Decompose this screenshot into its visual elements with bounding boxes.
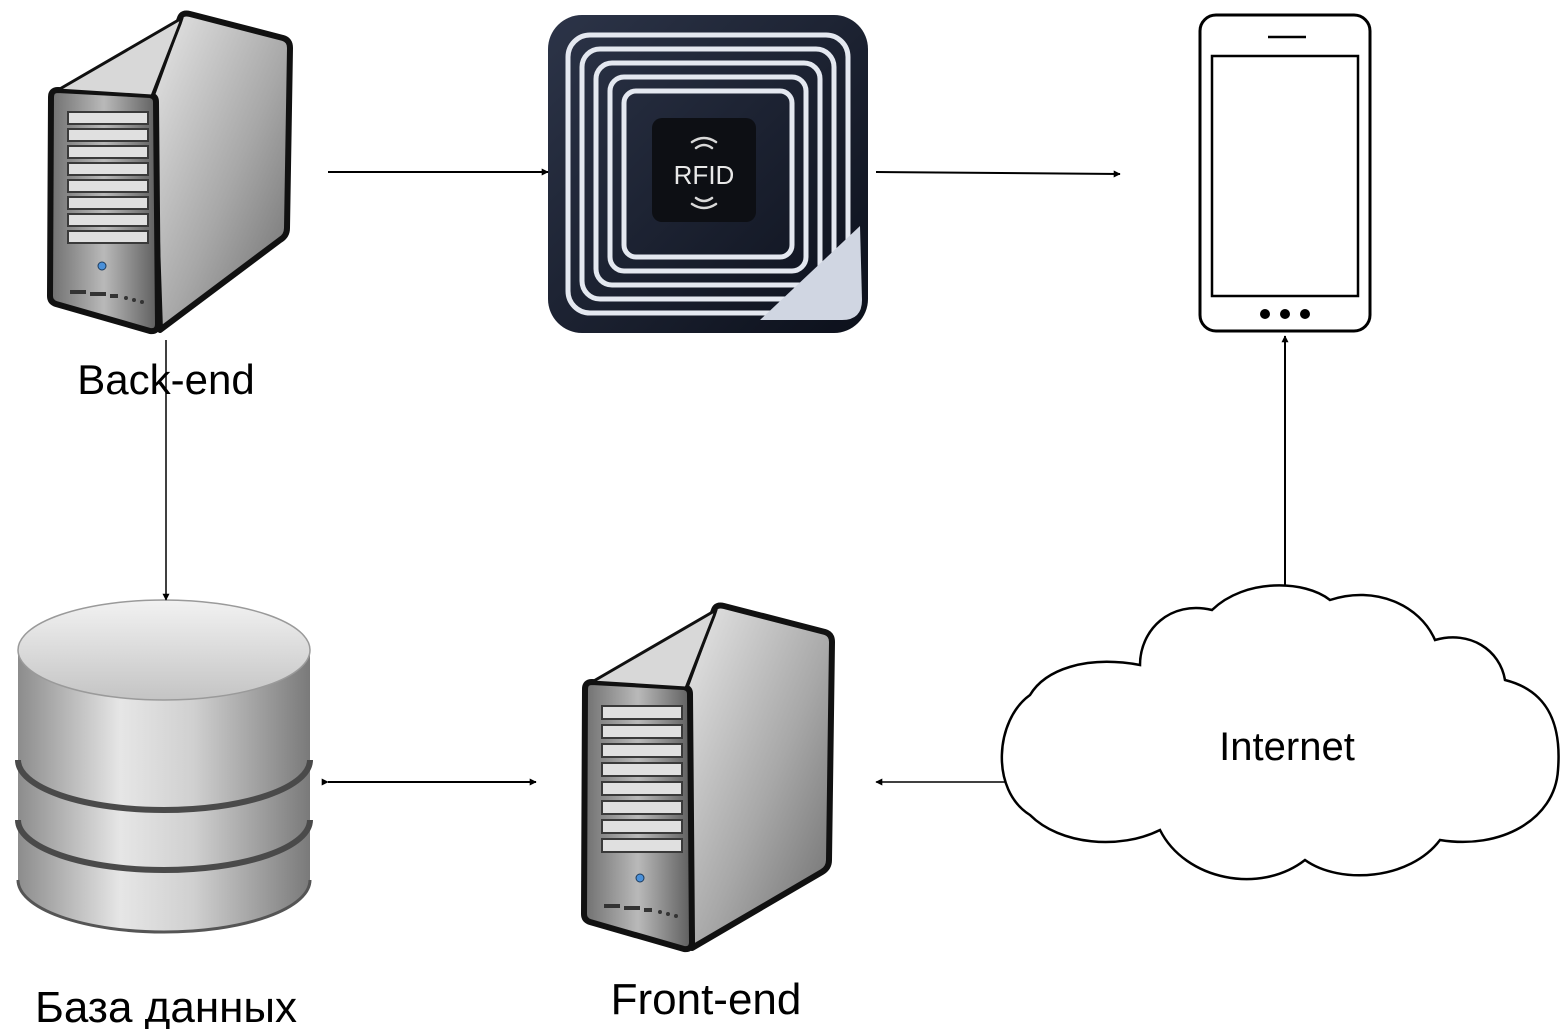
internet-label: Internet <box>1219 725 1355 769</box>
frontend-label: Front-end <box>611 975 802 1024</box>
backend-label: Back-end <box>77 356 254 403</box>
rfid-tag-icon: RFID <box>548 15 868 333</box>
edge-rfid-phone <box>875 170 1121 178</box>
backend-server-icon <box>47 10 293 335</box>
database-label: База данных <box>35 983 297 1029</box>
rfid-chip-label: RFID <box>674 160 735 190</box>
connectors <box>162 168 1289 786</box>
cloud-icon <box>1000 584 1560 881</box>
smartphone-icon <box>1198 13 1372 333</box>
rfid-chip <box>652 118 756 222</box>
database-cylinder-icon <box>15 599 313 934</box>
frontend-server-icon <box>581 602 835 953</box>
